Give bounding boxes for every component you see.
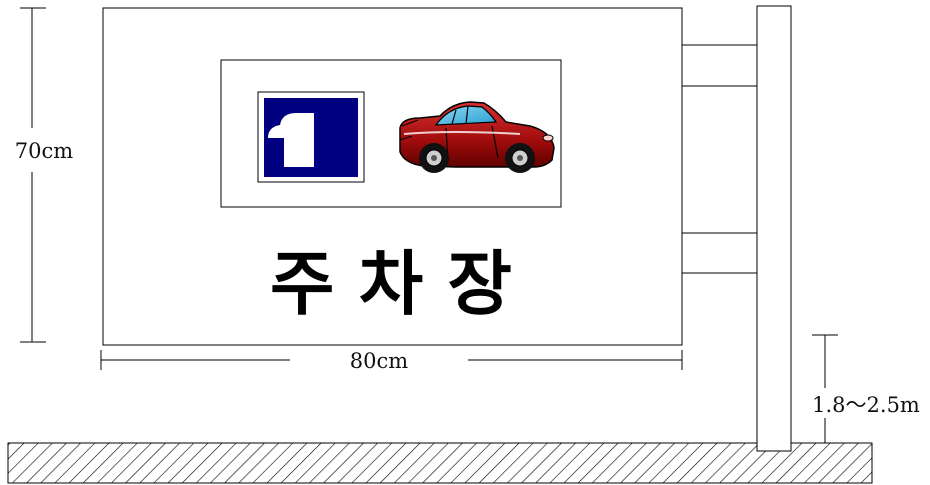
mounting-brackets	[682, 44, 757, 274]
sign-title: 주 차 장	[270, 243, 512, 325]
height-label: 70cm	[15, 139, 73, 163]
sign-post	[756, 5, 792, 452]
height-dimension	[20, 7, 46, 343]
red-sports-car-icon	[399, 101, 555, 173]
post-height-dimension	[812, 334, 838, 443]
width-dimension	[100, 350, 683, 370]
post-height-label: 1.8～2.5m	[812, 393, 920, 417]
width-label: 80cm	[350, 349, 408, 373]
ground	[7, 442, 873, 484]
parking-direction-icon	[257, 91, 365, 183]
sign-board: 주 차 장	[102, 7, 683, 346]
